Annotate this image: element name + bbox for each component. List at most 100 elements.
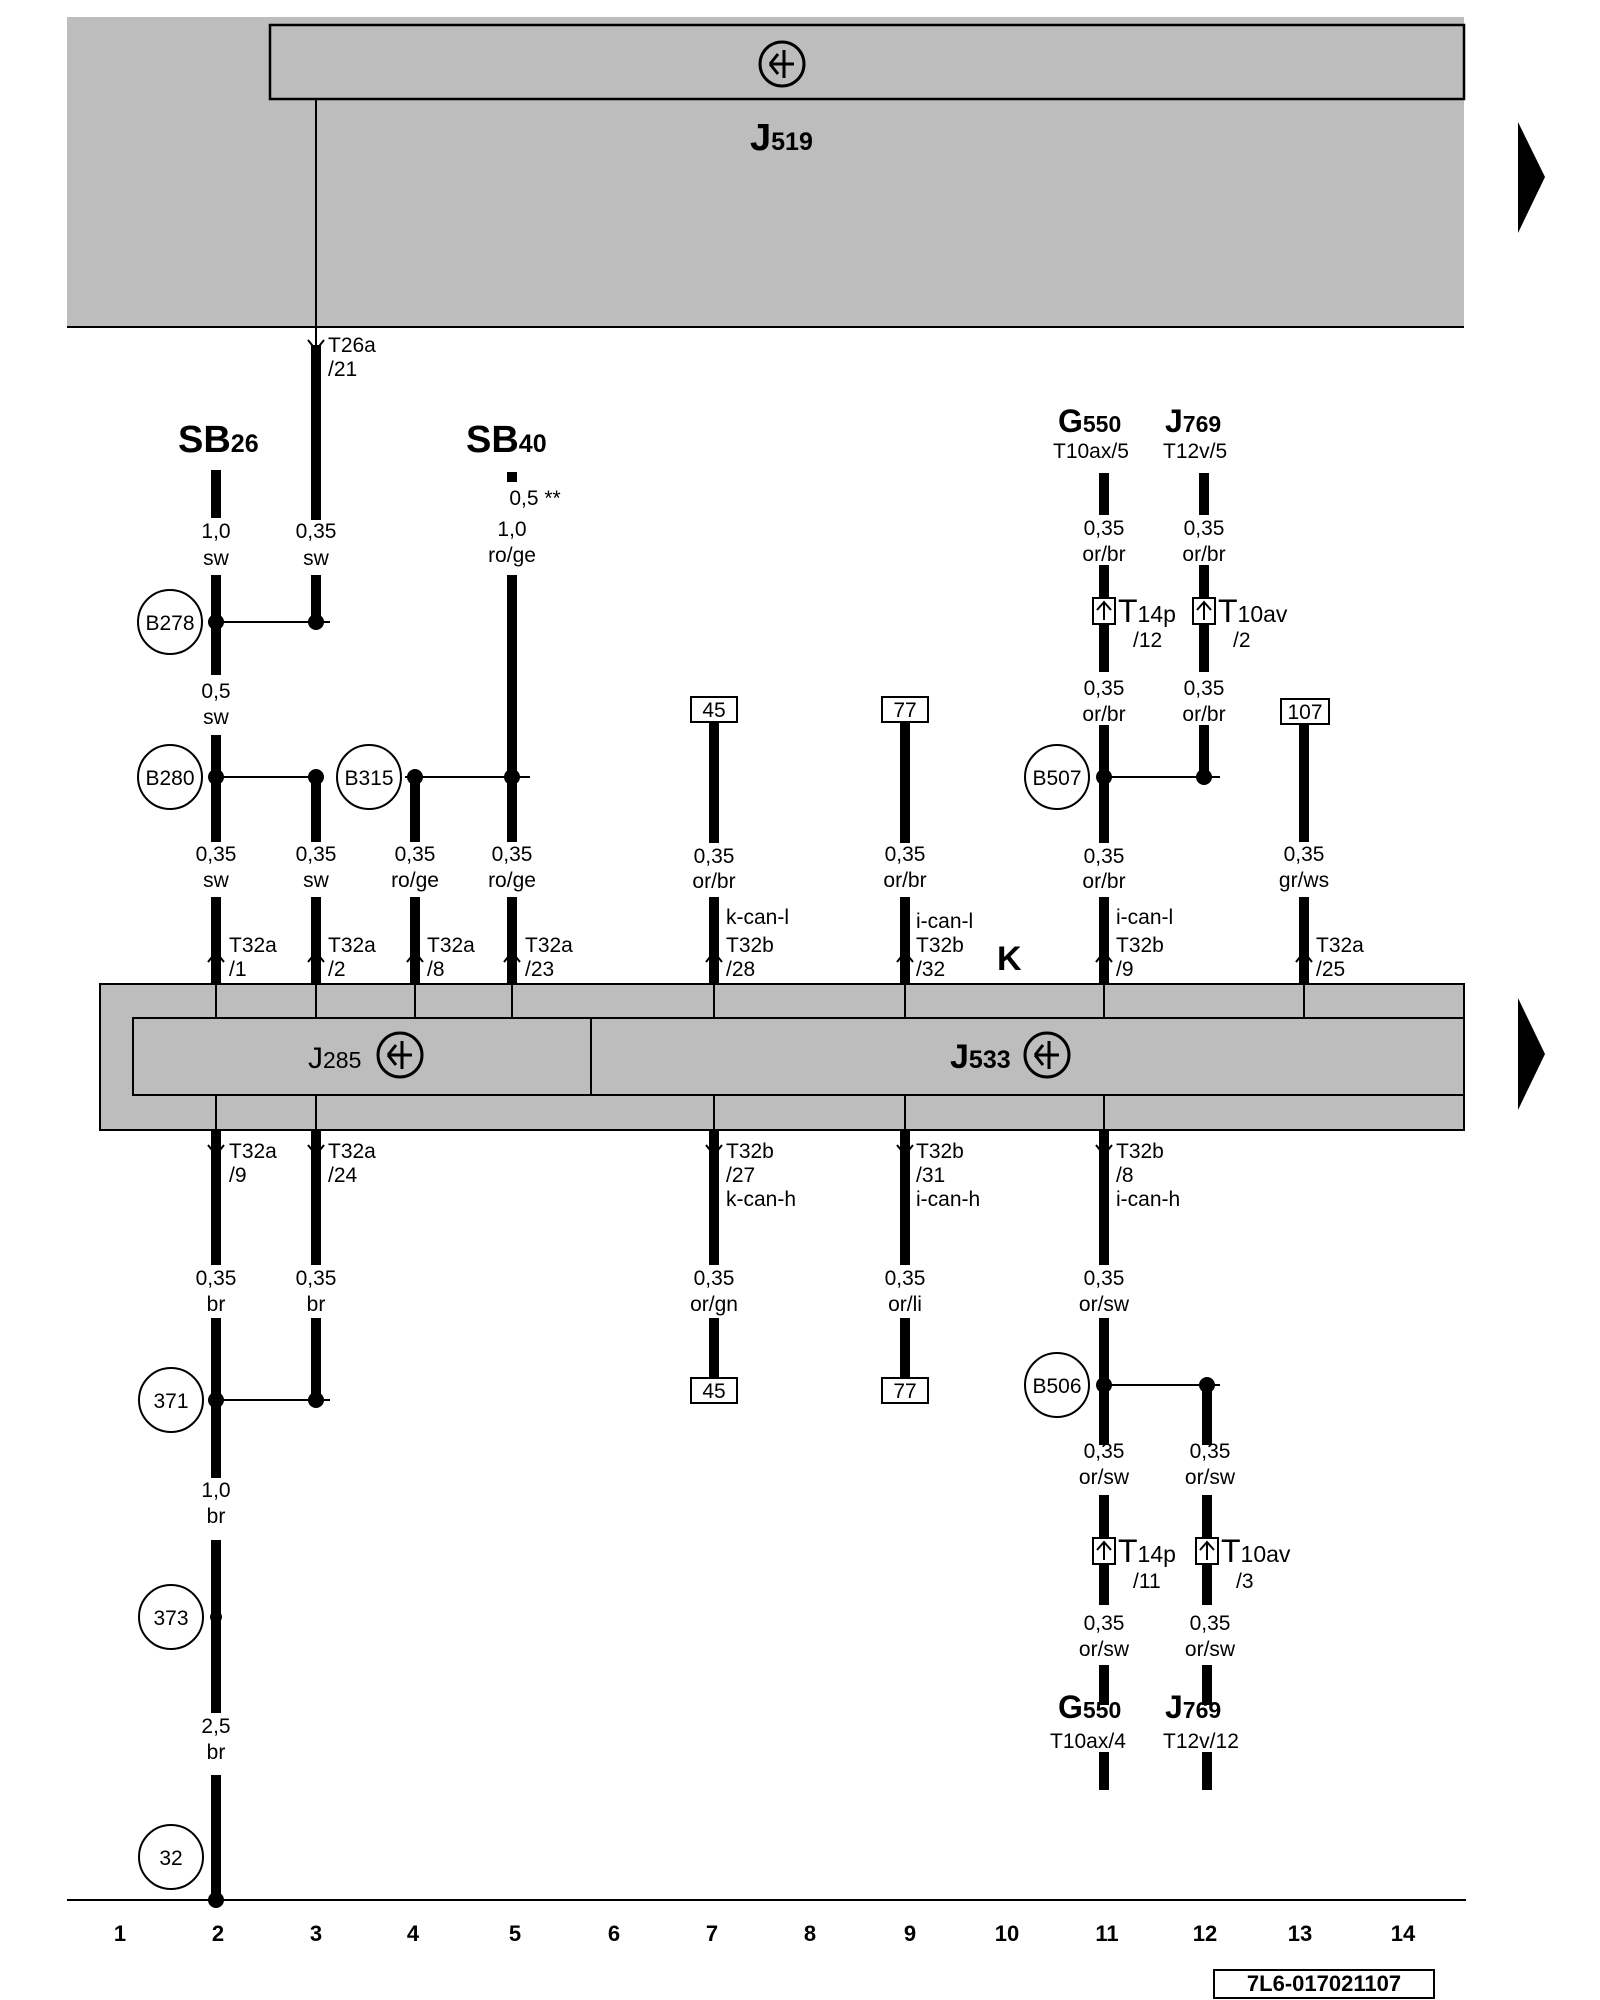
k-label: K <box>997 940 1022 978</box>
control-unit-icon <box>376 1031 424 1079</box>
arrow-up-icon <box>705 950 723 963</box>
wire-color: gr/ws <box>1279 869 1329 892</box>
pin-label: /23 <box>525 958 554 981</box>
junction-dot <box>1096 769 1112 785</box>
wire-color: sw <box>303 547 330 570</box>
continuation-arrow-bottom <box>1518 998 1545 1110</box>
ruler-number: 4 <box>407 1921 420 1946</box>
ref-box-77-top <box>881 696 929 723</box>
junction-dot <box>1096 1377 1112 1393</box>
wire-size: 2,5 <box>201 1715 230 1738</box>
module-j285 <box>132 1017 592 1096</box>
wire-color: or/sw <box>1079 1638 1130 1661</box>
j769-bottom-pin: T12v/12 <box>1163 1730 1239 1753</box>
wire-color: or/sw <box>1079 1293 1130 1316</box>
reference-boxes <box>690 696 1330 1404</box>
wire-color: or/sw <box>1079 1466 1130 1489</box>
pin-label: /28 <box>726 958 755 981</box>
wire-size: 0,35 <box>1084 1612 1125 1635</box>
pin-label: T32a <box>229 934 277 957</box>
signal-label: k-can-l <box>726 906 789 929</box>
arrow-down-icon <box>896 1144 914 1157</box>
wire-dot <box>507 472 517 482</box>
ref-label: 77 <box>893 1380 916 1403</box>
wire-size: 0,35 <box>1184 677 1225 700</box>
wire-color: br <box>307 1293 326 1316</box>
wire-size: 1,0 <box>201 1479 230 1502</box>
arrow-up-icon <box>307 950 325 963</box>
ruler-number: 9 <box>904 1921 916 1946</box>
t14p-12-pin: /12 <box>1133 629 1162 652</box>
ground-label: 371 <box>153 1390 188 1413</box>
pin-label: T32a <box>525 934 573 957</box>
ref-box-45-top <box>690 696 738 723</box>
junction-dot <box>308 614 324 630</box>
t14p-11-label: T14p <box>1118 1533 1176 1569</box>
pin-label: T32b <box>726 1140 774 1163</box>
pin-label: T32a <box>427 934 475 957</box>
pin-label: T32a <box>328 934 376 957</box>
ground-373 <box>138 1584 204 1650</box>
pin-label: /1 <box>229 958 247 981</box>
wire-size: 0,35 <box>1190 1440 1231 1463</box>
wire-color: br <box>207 1505 226 1528</box>
t10av-2-pin: /2 <box>1233 629 1251 652</box>
continuation-arrow-top <box>1518 122 1545 233</box>
t14p-11-pin: /11 <box>1133 1570 1161 1593</box>
wire-color: br <box>207 1741 226 1764</box>
inline-connector-t14p-11 <box>1092 1537 1116 1565</box>
ref-label: 77 <box>893 699 916 722</box>
wire-size: 0,35 <box>395 843 436 866</box>
sb40-label: SB40 <box>466 419 547 461</box>
wire-color: ro/ge <box>391 869 439 892</box>
ground-32 <box>138 1824 204 1890</box>
wire-color: or/br <box>883 869 926 892</box>
pin-label: /2 <box>328 958 346 981</box>
wire-size: 0,35 <box>1084 1440 1125 1463</box>
wire-size: 0,5 <box>201 680 230 703</box>
ruler-number: 2 <box>212 1921 224 1946</box>
ref-label: 45 <box>702 1380 725 1403</box>
junction-dot <box>208 1892 224 1908</box>
pin-label: /8 <box>1116 1164 1134 1187</box>
wire-color: or/li <box>888 1293 922 1316</box>
arrow-down-icon <box>207 1144 225 1157</box>
module-k: J285 J533 K <box>99 940 1465 1131</box>
ruler-number: 11 <box>1095 1921 1118 1946</box>
pin-label: /27 <box>726 1164 755 1187</box>
module-j533 <box>590 1017 1465 1096</box>
wire-size: 0,35 <box>1084 845 1125 868</box>
pin-label: /8 <box>427 958 445 981</box>
arrow-down-icon <box>307 339 325 352</box>
splice-b507 <box>1024 744 1090 810</box>
splice-label: B280 <box>145 767 194 790</box>
wire-color: or/br <box>1182 543 1225 566</box>
ruler-number: 13 <box>1288 1921 1312 1946</box>
junction-dot <box>210 1611 222 1623</box>
reference-labels: 45 77 107 45 77 <box>702 699 1322 1403</box>
ref-label: 45 <box>702 699 725 722</box>
pin-label: T32b <box>1116 1140 1164 1163</box>
control-unit-icon <box>758 40 806 88</box>
control-unit-icon <box>1023 1031 1071 1079</box>
junction-dot <box>1199 1377 1215 1393</box>
j285-label: J285 <box>308 1042 361 1075</box>
junction-dot <box>1196 769 1212 785</box>
j533-label: J533 <box>950 1038 1011 1076</box>
arrow-up-icon <box>503 950 521 963</box>
t14p-12-label: T14p <box>1118 593 1176 629</box>
pin-label: T32b <box>726 934 774 957</box>
splice-labels: B278 B280 B315 B507 B506 371 373 32 <box>145 612 1081 1870</box>
wire-color: or/br <box>1182 703 1225 726</box>
wire-size: 0,35 <box>885 843 926 866</box>
ref-box-107 <box>1280 698 1330 725</box>
g550-top-pin: T10ax/5 <box>1053 440 1129 463</box>
wire-size: 0,35 <box>1184 517 1225 540</box>
pin-label: /32 <box>916 958 945 981</box>
junction-dot <box>407 769 423 785</box>
arrow-down-icon <box>307 1144 325 1157</box>
splice-b315 <box>336 744 402 810</box>
pin-labels: T26a /21 T32a /1 T32a /2 T32a /8 T32a /2… <box>229 334 1364 1211</box>
wire-size: 0,35 <box>694 845 735 868</box>
ruler-number: 6 <box>608 1921 620 1946</box>
